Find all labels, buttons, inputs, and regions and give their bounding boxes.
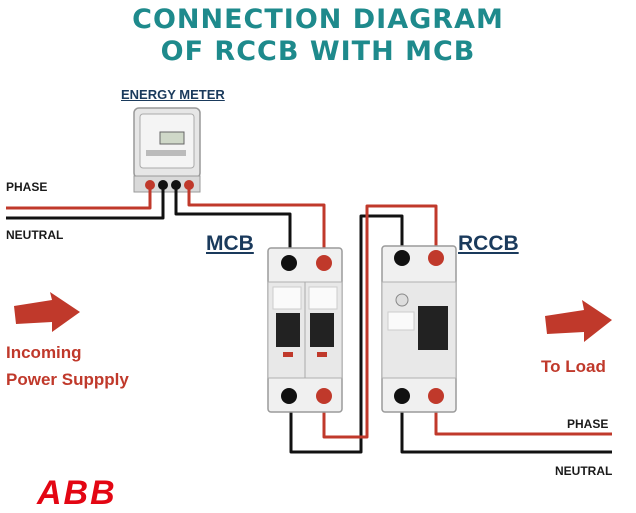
abb-logo: ABB bbox=[37, 474, 117, 512]
mcb-device bbox=[267, 247, 343, 413]
meter-neutral-to-mcb bbox=[174, 186, 292, 262]
neutral-out-label: NEUTRAL bbox=[555, 464, 613, 478]
rccb-device bbox=[381, 245, 457, 413]
phase-in-wire bbox=[6, 186, 152, 210]
phase-in-label: PHASE bbox=[6, 180, 48, 194]
to-load-label: To Load bbox=[541, 357, 606, 376]
meter-phase-to-mcb bbox=[187, 186, 326, 262]
energy-meter bbox=[133, 107, 201, 193]
rccb-label: RCCB bbox=[458, 232, 519, 255]
incoming-arrow-icon bbox=[14, 292, 80, 332]
neutral-in-label: NEUTRAL bbox=[6, 228, 64, 242]
incoming-label-line2: Power Suppply bbox=[6, 370, 129, 389]
phase-out-label: PHASE bbox=[567, 417, 609, 431]
energy-meter-label: ENERGY METER bbox=[121, 87, 225, 102]
mcb-label: MCB bbox=[206, 232, 254, 255]
incoming-label-line1: Incoming bbox=[6, 343, 82, 362]
neutral-out-wire bbox=[400, 396, 612, 454]
mcb-phase-to-rccb bbox=[322, 204, 438, 439]
mcb-neutral-to-rccb bbox=[289, 214, 404, 454]
diagram-title-line1: CONNECTION DIAGRAM bbox=[132, 4, 504, 35]
neutral-in-wire bbox=[6, 186, 165, 220]
diagram-title-line2: OF RCCB WITH MCB bbox=[160, 36, 476, 67]
to-load-arrow-icon bbox=[545, 300, 612, 342]
